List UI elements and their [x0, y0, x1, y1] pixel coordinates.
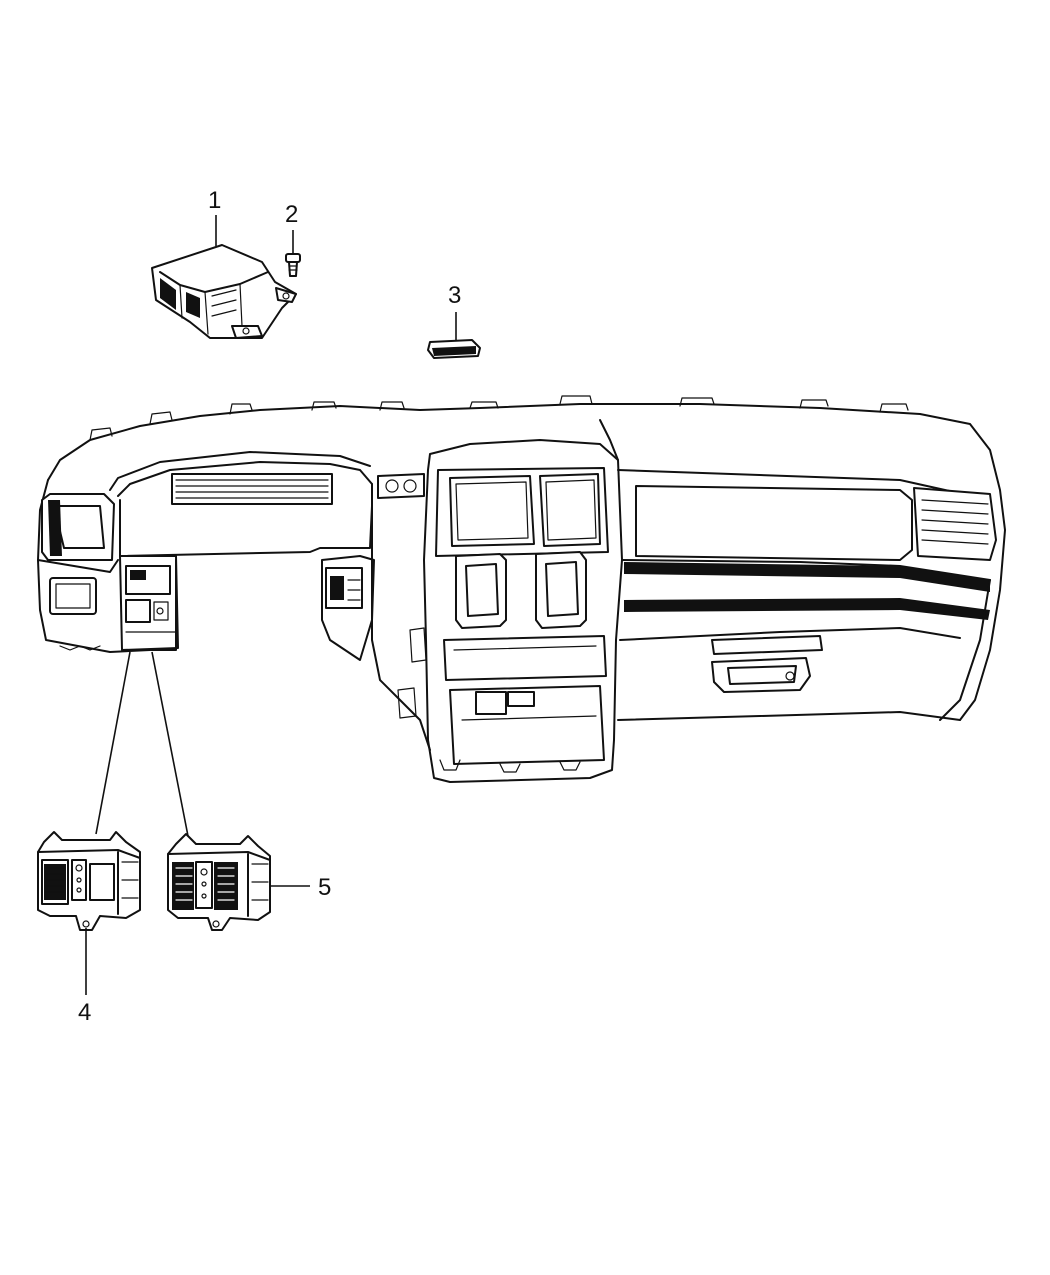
part-3-sensor: [427, 312, 481, 359]
part-5-switch: [151, 651, 310, 931]
callout-1: 1: [208, 187, 221, 214]
part-2-screw: [285, 230, 301, 277]
callout-4: 4: [78, 999, 91, 1026]
instrument-panel: [37, 395, 1006, 783]
part-4-headlamp-switch: [37, 651, 141, 995]
callout-2: 2: [285, 201, 298, 228]
part-1-control-module: [151, 215, 297, 339]
callout-3: 3: [448, 282, 461, 309]
callout-5: 5: [318, 874, 331, 901]
